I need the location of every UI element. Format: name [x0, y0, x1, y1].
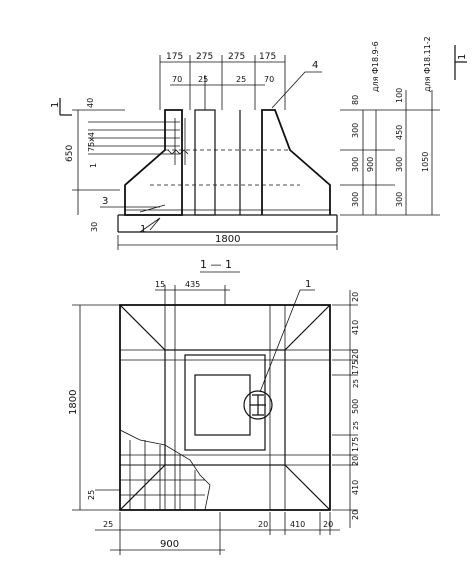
plan-mesh-cutaway [119, 429, 211, 511]
callout-1-bottom: 1 [140, 224, 146, 235]
section-mark-right: 1 [454, 45, 468, 80]
right-dim-300c: 300 [351, 192, 360, 207]
callout-4: 4 [312, 60, 318, 71]
callout-3: 3 [102, 196, 108, 207]
plan-top-dims: 15 435 [155, 280, 230, 305]
plan-bdim-410: 410 [290, 520, 305, 529]
left-dim-650: 650 [65, 145, 75, 162]
callout-4-leader [271, 71, 322, 109]
plan-bdim-900: 900 [160, 539, 179, 550]
bottom-dim-1800: 1800 [215, 234, 240, 245]
dim-30: 30 [90, 222, 99, 232]
plan-rdim-5: 500 [351, 399, 360, 414]
inner-dim-2: 25 [198, 75, 208, 84]
right-dim-300e: 300 [395, 192, 404, 207]
plan-socket-inner [194, 374, 251, 436]
plan-view: 1 — 1 [68, 258, 360, 555]
plan-grid [120, 305, 330, 510]
plan-bottom-dims: 25 20 410 20 900 [95, 512, 340, 555]
left-dimension-chain: 40 650 75x4 1 [65, 98, 125, 215]
anchor-circle [243, 390, 273, 420]
plan-bdim-20a: 20 [258, 520, 268, 529]
plan-rdim-4: 25 [352, 379, 360, 388]
right-dim-80: 80 [351, 95, 360, 105]
inner-dim-1: 70 [172, 75, 182, 84]
top-dim-1: 175 [166, 52, 183, 62]
foundation-outline [124, 109, 183, 216]
plan-rdim-3: 175 [351, 360, 360, 375]
anchor-bolt [250, 394, 266, 416]
plan-left-dims: 1800 25 [68, 304, 120, 511]
plan-rdim-8: 20 [351, 456, 360, 466]
right-dim-300b: 300 [351, 157, 360, 172]
plan-rdim-2: 20 [351, 349, 360, 359]
foundation-outline-right [261, 109, 331, 215]
plan-diagonals [119, 304, 331, 511]
plan-rdim-1: 410 [351, 320, 360, 335]
plan-dim-15: 15 [155, 280, 165, 289]
top-dim-2: 275 [196, 52, 213, 62]
top-dim-4: 175 [259, 52, 276, 62]
svg-text:1: 1 [457, 54, 468, 60]
callout-1-elev: 1 [89, 163, 98, 168]
inner-dim-3: 25 [236, 75, 246, 84]
bottom-rebar [125, 204, 330, 213]
plan-callout-1: 1 [305, 279, 311, 290]
callout-1-bottom-leader [139, 217, 161, 233]
bottom-slab [117, 214, 338, 233]
plan-rdim-7: 175 [351, 437, 360, 452]
column-socket [194, 109, 216, 216]
label-f18-9-6: для Ф18.9-6 [371, 41, 380, 92]
plan-callout-leader [259, 289, 315, 393]
right-dim-1050: 1050 [421, 152, 430, 172]
label-f18-11-2: для Ф18.11-2 [423, 36, 432, 92]
plan-title: 1 — 1 [200, 258, 232, 271]
rebar-mesh [88, 118, 189, 165]
bottom-dimension: 1800 [117, 234, 338, 250]
elevation-view: 175 275 275 175 70 25 25 70 4 40 650 75x… [50, 36, 468, 250]
right-dimension-chain-b: 100 450 300 300 1050 [395, 88, 433, 215]
right-dim-450: 450 [395, 125, 404, 140]
left-dim-75x4: 75x4 [87, 132, 96, 152]
plan-bdim-20b: 20 [323, 520, 333, 529]
step-lines [150, 149, 300, 186]
plan-dim-1800: 1800 [68, 390, 79, 415]
plan-rdim-9: 410 [351, 480, 360, 495]
top-dimension-chain: 175 275 275 175 70 25 25 70 [159, 52, 286, 110]
right-dim-900: 900 [366, 157, 375, 172]
plan-rdim-6: 25 [352, 421, 360, 430]
right-dim-100: 100 [395, 88, 404, 103]
section-mark-left: 1 [50, 98, 72, 116]
plan-dim-25-left: 25 [87, 490, 96, 500]
right-dim-300a: 300 [351, 123, 360, 138]
plan-step [164, 349, 286, 466]
right-dimension-chain-a: 80 300 300 300 900 [340, 95, 440, 216]
inner-dim-4: 70 [264, 75, 274, 84]
plan-dim-435: 435 [185, 280, 200, 289]
top-dim-3: 275 [228, 52, 245, 62]
plan-bdim-25: 25 [103, 520, 113, 529]
plan-right-dims: 20 410 20 175 25 500 25 175 20 410 20 [332, 290, 360, 528]
plan-rdim-0: 20 [351, 292, 360, 302]
left-dim-40: 40 [86, 98, 95, 108]
plan-socket-outer [184, 354, 266, 451]
right-dim-300d: 300 [395, 157, 404, 172]
plan-rdim-10: 20 [351, 510, 360, 520]
svg-text:1: 1 [50, 102, 61, 108]
